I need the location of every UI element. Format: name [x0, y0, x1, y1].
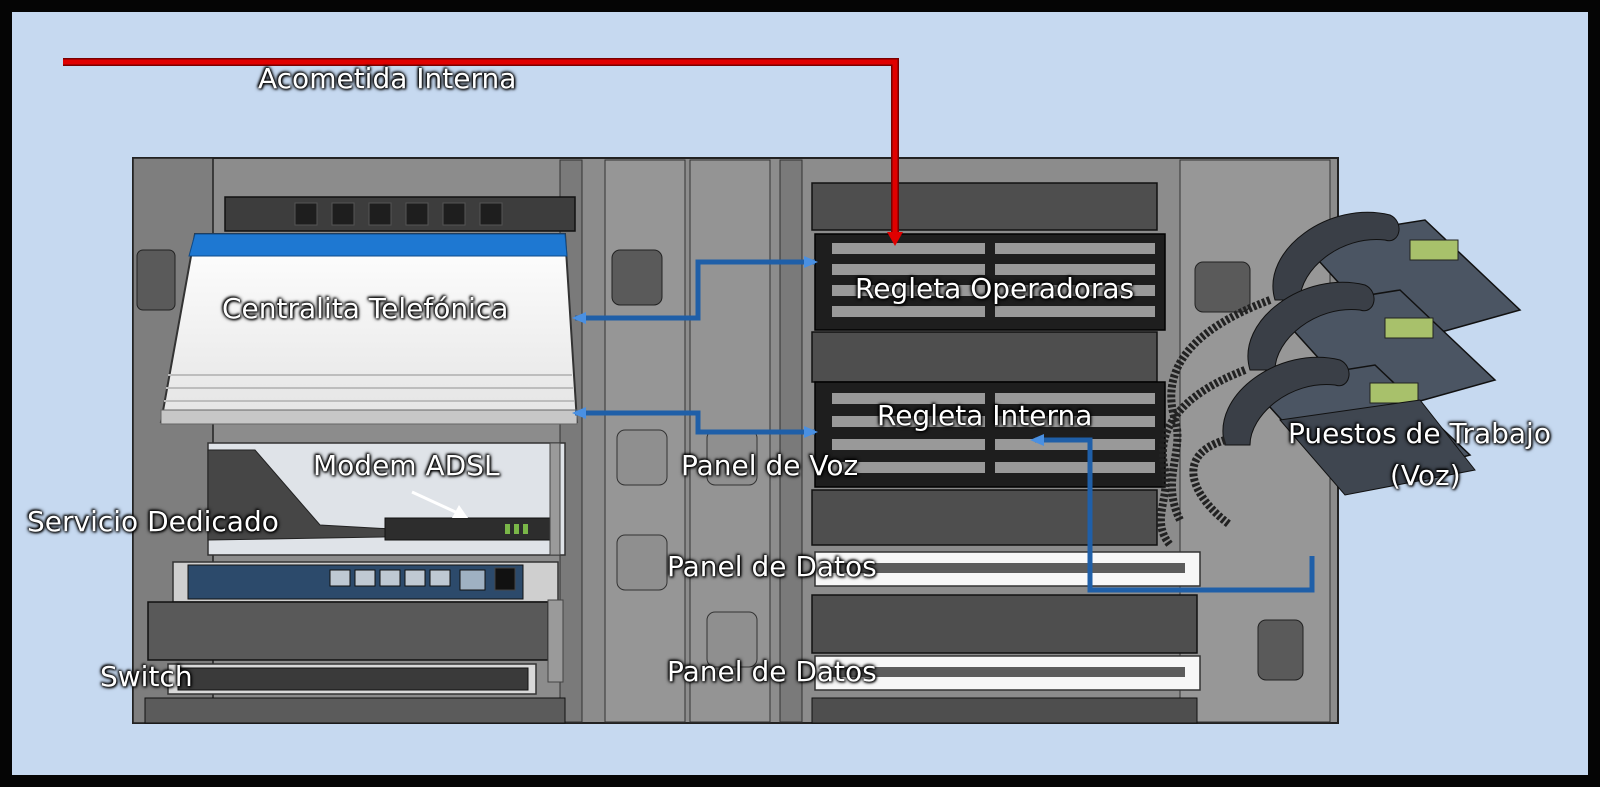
telephone-2 — [1247, 281, 1497, 416]
cable-arrow-centralita-top — [572, 312, 586, 324]
label-acometida-interna: Acometida Interna — [258, 62, 517, 95]
acometida-arrow — [887, 232, 903, 246]
power-strip — [224, 196, 576, 232]
router-device — [172, 561, 559, 603]
switch-device — [144, 599, 566, 724]
label-puestos-voz: (Voz) — [1390, 459, 1461, 492]
regleta-operadoras-device — [814, 233, 1166, 331]
cable-arrow-interna — [804, 426, 818, 438]
label-puestos-de-trabajo: Puestos de Trabajo — [1288, 417, 1551, 450]
cable-arrow-operadoras — [804, 256, 818, 268]
label-regleta-interna: Regleta Interna — [877, 399, 1093, 432]
cable-organizer-bottom — [811, 594, 1198, 654]
acometida-line — [63, 58, 903, 246]
panel-datos-device-2 — [811, 655, 1201, 724]
label-panel-de-datos-1: Panel de Datos — [667, 550, 877, 583]
voice-cable-puestos — [1030, 434, 1315, 593]
phone-coil-cords — [1157, 296, 1272, 548]
label-panel-de-datos-2: Panel de Datos — [667, 655, 877, 688]
cable-organizer-middle — [811, 331, 1158, 383]
label-modem-adsl: Modem ADSL — [313, 449, 500, 482]
label-centralita-telefonica: Centralita Telefónica — [222, 292, 509, 325]
voice-cable-interna — [572, 407, 818, 438]
label-switch: Switch — [100, 660, 193, 693]
label-servicio-dedicado: Servicio Dedicado — [27, 505, 279, 538]
modem-device — [207, 442, 566, 556]
telephone-1 — [1272, 211, 1522, 346]
cable-arrow-puestos — [1030, 434, 1044, 446]
cable-arrow-centralita-bottom — [572, 407, 586, 419]
modem-pointer-arrow-icon — [452, 505, 468, 518]
regleta-interna-device — [814, 381, 1166, 488]
centralita-device — [159, 233, 579, 425]
cable-organizer-top — [811, 182, 1158, 231]
telephone-3 — [1222, 356, 1476, 496]
cable-organizer-lower — [811, 489, 1158, 546]
voice-cable-operadoras — [572, 256, 818, 324]
label-regleta-operadoras: Regleta Operadoras — [855, 272, 1135, 305]
panel-datos-device-1 — [814, 551, 1201, 587]
label-panel-de-voz: Panel de Voz — [681, 449, 859, 482]
